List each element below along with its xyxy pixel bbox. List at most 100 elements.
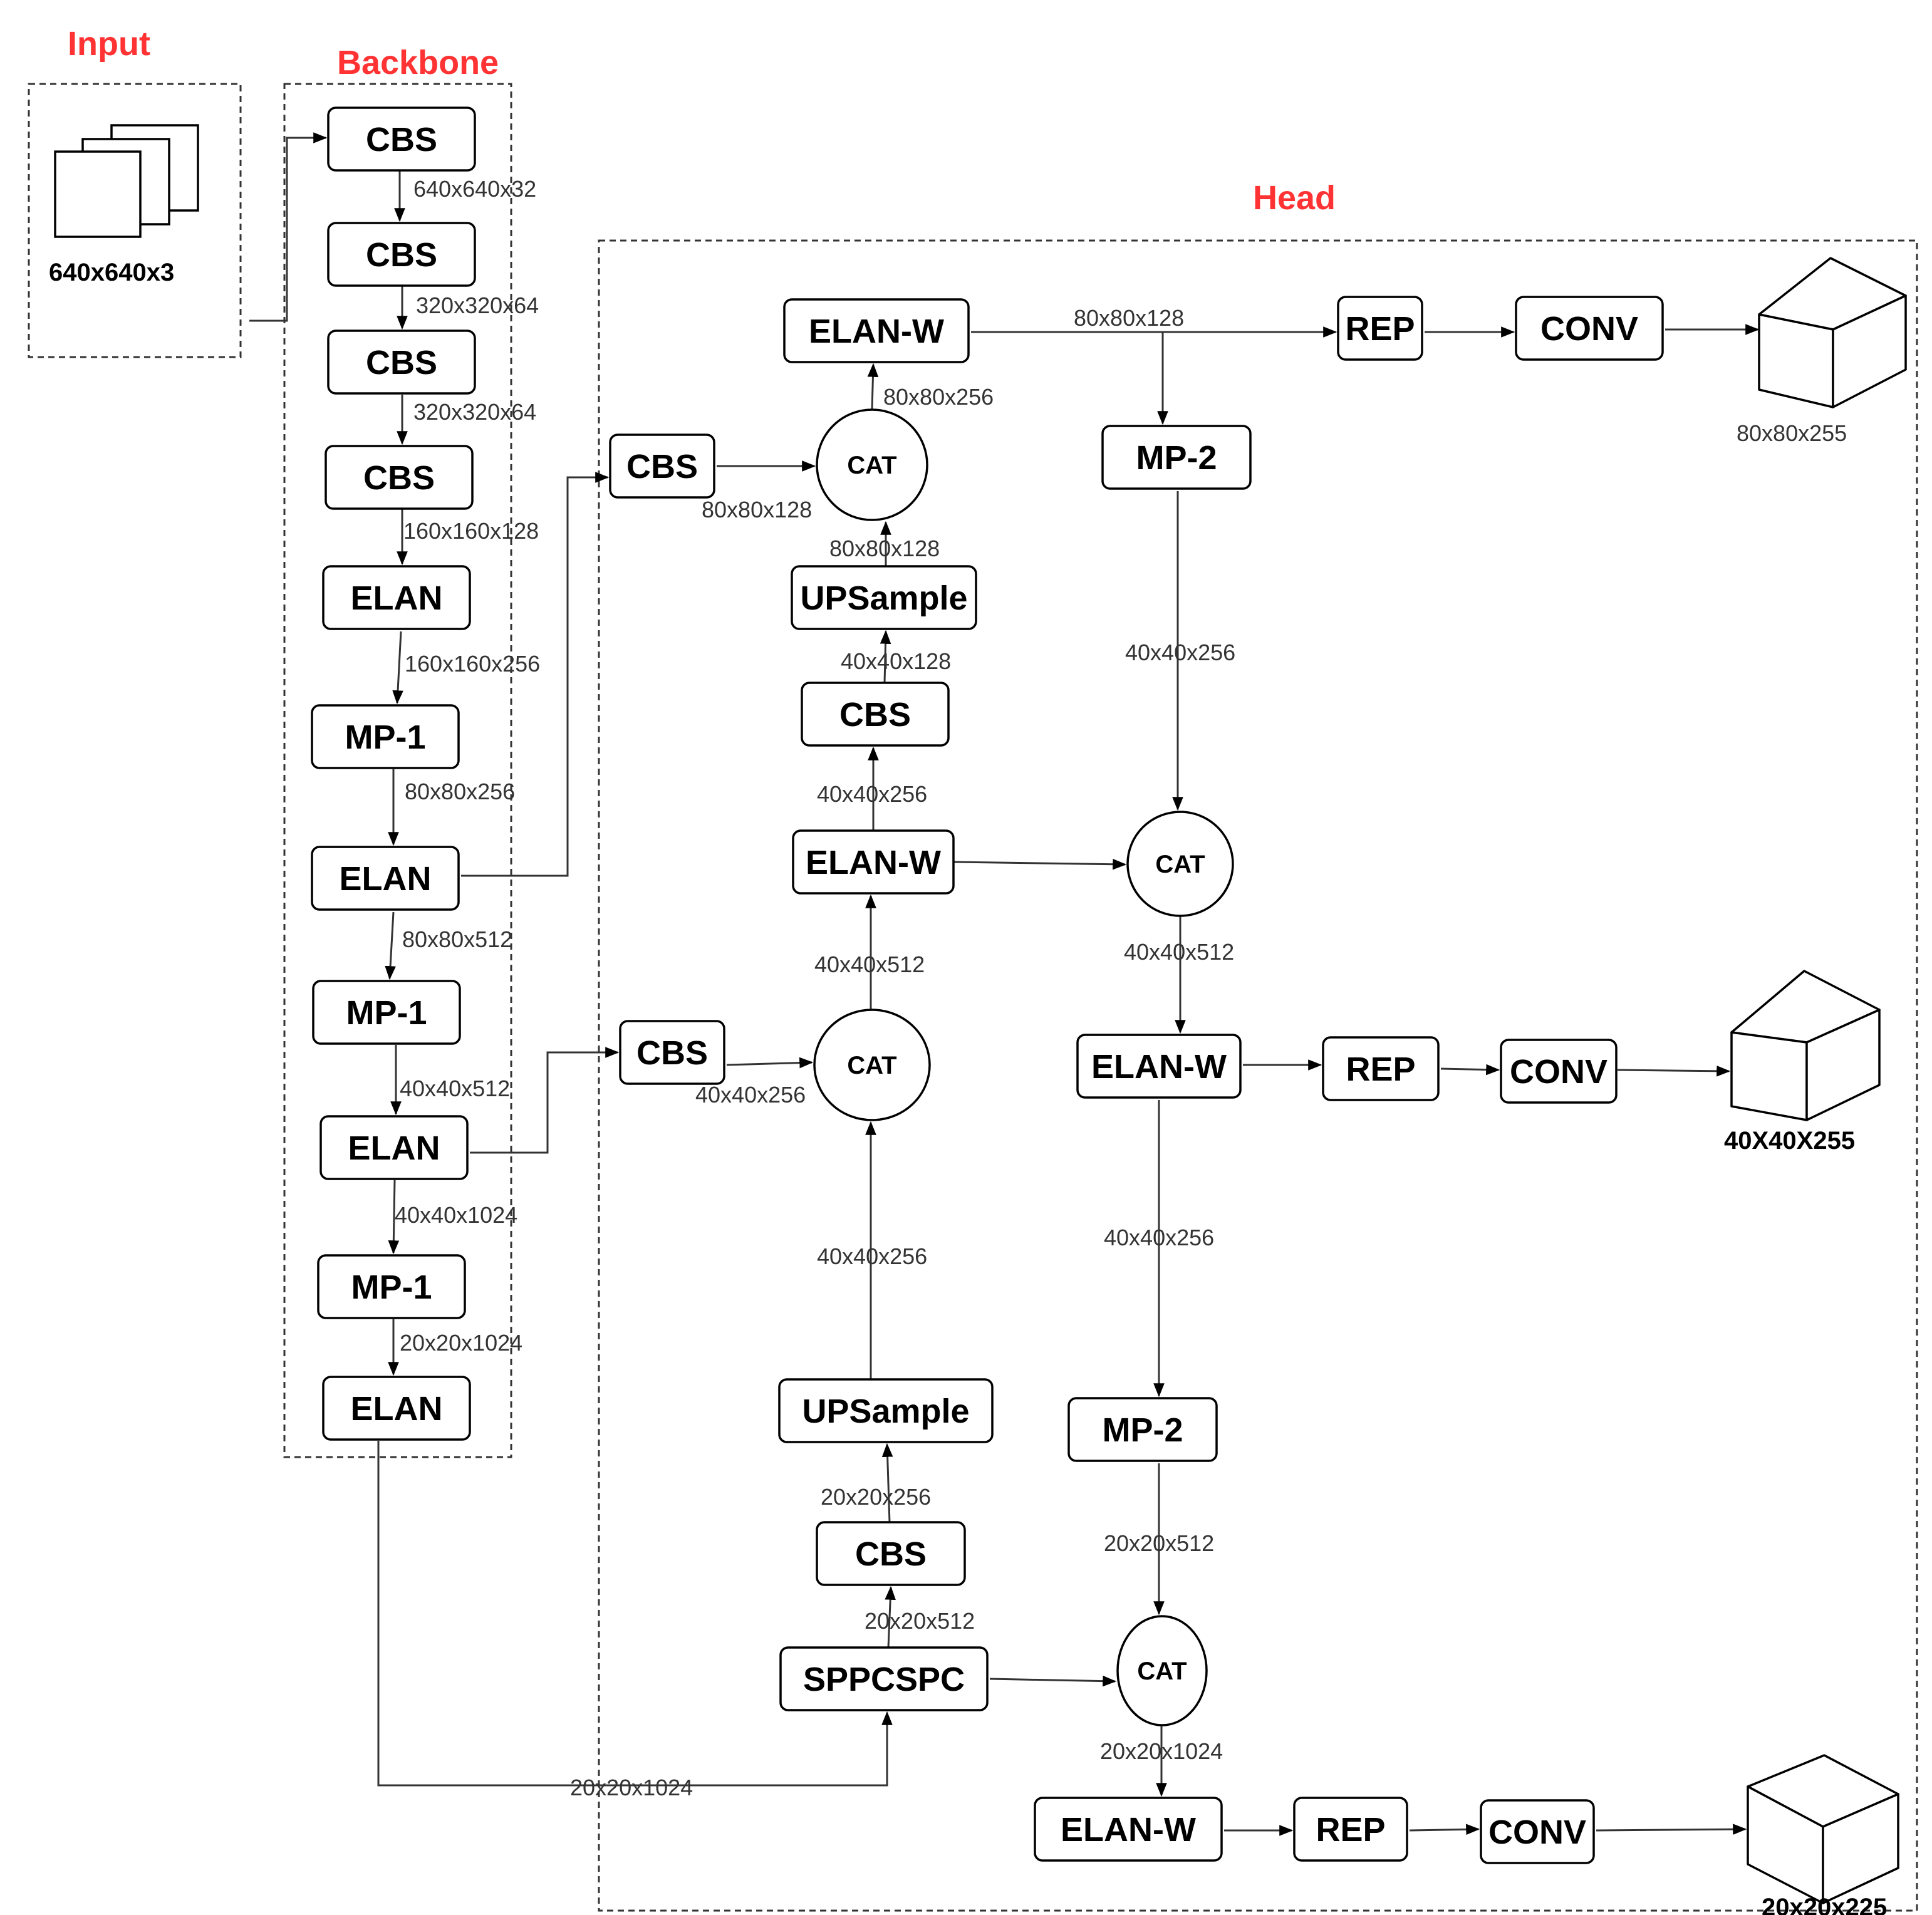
edge-label: 40x40x512 [814,952,925,977]
node-box [1480,1799,1595,1864]
node-box [619,1020,725,1085]
h-mp2-bot-node: MP-2 [1067,1397,1218,1462]
edge-h-rep-bot-to-h-conv-bot [1409,1824,1480,1835]
node-label: ELAN-W [1061,1811,1196,1849]
edge-label: 20x20x1024 [1100,1738,1223,1764]
h-cbs-bot-node: CBS [816,1521,966,1586]
edge-h-conv-mid-to-out-mid [1617,1065,1731,1077]
edge-label: 80x80x128 [702,497,812,522]
b-cbs2-node: CBS [327,222,476,287]
h-elanw-bot-node: ELAN-W [1034,1797,1223,1862]
b-cbs3-node: CBS [327,330,476,395]
node-box [322,1376,471,1441]
h-conv-bot-node: CONV [1480,1799,1595,1864]
b-mp1c-node: MP-1 [317,1254,466,1319]
edge-label: 20x20x512 [1104,1530,1214,1556]
node-box [816,1521,966,1586]
edge-h-sppcspc-to-h-cbs-bot [885,1585,896,1648]
node-label: ELAN [340,860,432,898]
edge-label: 20x20x256 [821,1484,931,1510]
edge-b-elan3-to-b-mp1c [388,1180,400,1255]
node-box [327,222,476,287]
edge-b-elan4-to-h-sppcspc [377,1441,893,1787]
node-label: CONV [1510,1053,1607,1091]
h-mp2-top-node: MP-2 [1101,425,1252,490]
node-box [792,829,955,895]
node-box [1293,1797,1408,1862]
node-label: CAT [847,452,896,479]
h-cbs-mid-node: CBS [801,682,950,747]
edge-label: 20x20x1024 [570,1775,693,1800]
edge-label: 40x40x256 [695,1082,806,1108]
b-elan2-node: ELAN [311,846,460,911]
edge-labels-layer: 640x640x32320x320x64320x320x64160x160x12… [395,176,1235,1800]
b-mp1a-node: MP-1 [311,704,460,769]
node-box [311,704,460,769]
edge-label: 40x40x512 [400,1076,510,1101]
node-box [1322,1036,1440,1101]
edge-h-cat-top-to-h-elanw-top [867,363,879,410]
edge-label: 80x80x256 [883,384,994,410]
input-image-stack-icon [54,124,199,238]
cat-circle [813,1009,931,1121]
node-label: CBS [366,344,437,381]
node-label: CBS [366,121,437,158]
node-box [778,1378,994,1443]
b-elan1-node: ELAN [322,565,471,630]
node-box [1076,1034,1242,1099]
node-box [779,1646,989,1711]
node-label: CAT [847,1052,896,1079]
edges-layer [249,132,1760,1836]
backbone-group-title: Backbone [337,44,499,81]
node-label: CBS [855,1535,927,1573]
h-conv-top-node: CONV [1515,296,1664,361]
node-label: MP-1 [346,994,427,1032]
edge-h-sppcspc-to-h-cat-bot [989,1675,1117,1687]
node-box [791,565,977,630]
output-bot-label: 20x20x225 [1762,1894,1887,1915]
node-box [319,1115,469,1180]
h-cbs-low-node: CBS [619,1020,725,1085]
h-cat-right-mid-node: CAT [1126,811,1234,917]
node-box [1337,296,1423,361]
h-rep-top-node: REP [1337,296,1423,361]
node-label: CBS [366,236,437,274]
node-box [325,445,474,510]
node-label: ELAN-W [806,844,941,881]
edge-input-to-b-cbs1 [249,132,328,322]
edge-label: 40x40x256 [817,781,927,807]
edge-label: 40x40x256 [1125,640,1235,665]
h-ups-top-node: UPSample [791,565,977,630]
edge-label: 80x80x128 [829,536,940,561]
edge-label: 40x40x256 [817,1243,927,1269]
h-cat-mid-node: CAT [813,1009,931,1121]
b-mp1b-node: MP-1 [312,980,461,1045]
edge-label: 20x20x512 [865,1608,975,1634]
h-rep-mid-node: REP [1322,1036,1440,1101]
node-box [1067,1397,1218,1462]
h-elanw-top-node: ELAN-W [783,298,970,363]
backbone-group-frame [283,83,512,1458]
node-label: MP-1 [351,1269,432,1306]
output-mid-label: 40X40X255 [1724,1127,1855,1155]
edge-label: 320x320x64 [416,293,539,318]
node-box [311,846,460,911]
h-cat-bot-node: CAT [1116,1615,1208,1726]
node-box [327,330,476,395]
output-cube-mid-icon [1730,970,1881,1121]
edge-h-conv-bot-to-out-bot [1596,1824,1747,1835]
node-box [801,682,950,747]
node-box [322,565,471,630]
node-box [783,298,970,363]
head-group-frame [598,239,1918,1912]
node-label: ELAN-W [1091,1048,1227,1086]
node-label: ELAN [351,1390,443,1428]
edge-label: 80x80x512 [402,926,512,952]
node-box [327,106,476,172]
edge-h-cbs-bot-to-h-ups-bot [881,1443,893,1523]
node-label: ELAN-W [809,313,944,350]
edge-label: 160x160x128 [403,518,539,544]
b-elan4-node: ELAN [322,1376,471,1441]
nodes-layer: CBSCBSCBSCBSELANMP-1ELANMP-1ELANMP-1ELAN… [311,106,1664,1864]
